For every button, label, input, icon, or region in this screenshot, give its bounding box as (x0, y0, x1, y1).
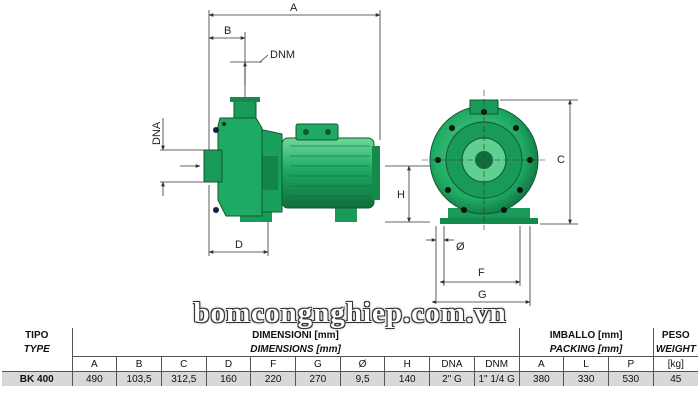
col-header: C (160, 356, 207, 372)
model-name: BK 400 (2, 371, 72, 386)
dim-label-c: C (557, 154, 565, 166)
dimensions-label: DIMENSIONS [mm] (71, 342, 520, 357)
table-cell: 160 (205, 371, 251, 386)
pump-front-view (429, 99, 539, 224)
table-row: BK 400 490 103,5 312,5 160 220 270 9,5 1… (2, 371, 698, 386)
dim-label-o: Ø (456, 241, 465, 253)
tipo-label: TIPO (25, 329, 49, 341)
col-header: L (563, 356, 609, 372)
table-cell: 380 (518, 371, 564, 386)
dimension-lines (160, 10, 578, 306)
col-header: F (250, 356, 296, 372)
dim-label-h: H (397, 189, 405, 201)
col-header: B (116, 356, 162, 372)
table-cell: 140 (384, 371, 430, 386)
type-label: TYPE (23, 343, 50, 355)
col-header: A (518, 356, 564, 372)
dim-label-f: F (478, 267, 485, 279)
table-cell: 103,5 (116, 371, 162, 386)
dim-label-dna: DNA (151, 121, 163, 145)
table-cell: 490 (71, 371, 117, 386)
table-cell: 220 (250, 371, 296, 386)
dim-label-g: G (478, 289, 487, 301)
peso-label: PESO (652, 328, 698, 342)
dimensioni-label: DIMENSIONI [mm] (71, 328, 520, 342)
col-header: A (71, 356, 117, 372)
col-header: Ø (339, 356, 385, 372)
col-header: DNM (473, 356, 520, 372)
table-cell: 1" 1/4 G (473, 371, 520, 386)
col-header: G (295, 356, 341, 372)
col-header: H (384, 356, 430, 372)
col-header: D (205, 356, 251, 372)
watermark: bomcongnghiep.com.vn (193, 297, 507, 329)
pump-dimension-drawing: A B DNM DNA D H C Ø F G (151, 2, 578, 306)
dim-label-dnm: DNM (270, 49, 295, 61)
col-header: [kg] (652, 356, 698, 372)
imballo-label: IMBALLO [mm] (518, 328, 654, 342)
table-cell: 45 (652, 371, 698, 386)
dim-label-b: B (224, 25, 231, 37)
dim-label-d: D (235, 239, 243, 251)
pump-side-view (203, 97, 380, 222)
table-cell: 9,5 (339, 371, 385, 386)
table-cell: 330 (563, 371, 609, 386)
col-header: DNA (429, 356, 475, 372)
table-cell: 270 (295, 371, 341, 386)
weight-label: WEIGHT (652, 342, 698, 357)
table-cell: 312,5 (160, 371, 207, 386)
dim-label-a: A (290, 2, 298, 14)
col-header: P (607, 356, 654, 372)
dimension-table: TIPO DIMENSIONI [mm] IMBALLO [mm] PESO T… (2, 328, 698, 386)
packing-label: PACKING [mm] (518, 342, 654, 357)
table-cell: 530 (607, 371, 654, 386)
table-cell: 2" G (429, 371, 475, 386)
